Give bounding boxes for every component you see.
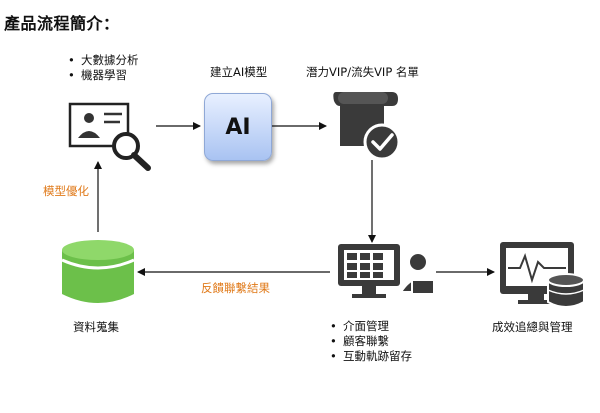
scroll-check-icon — [333, 92, 401, 161]
database-icon — [61, 240, 135, 303]
feedback-label: 反饋聯繫結果 — [201, 281, 270, 295]
interface-bullets: 介面管理 顧客聯繫 互動軌跡留存 — [330, 319, 412, 364]
analysis-bullets: 大數據分析 機器學習 — [68, 53, 139, 83]
tracking-label: 成效追總與管理 — [492, 320, 573, 334]
bullet-customer-contact: 顧客聯繫 — [330, 334, 412, 349]
bullet-interface: 介面管理 — [330, 319, 412, 334]
monitor-user-icon — [338, 244, 437, 298]
bullet-trace-retention: 互動軌跡留存 — [330, 349, 412, 364]
bullet-big-data: 大數據分析 — [68, 53, 139, 68]
page-title: 產品流程簡介： — [4, 14, 120, 33]
build-model-label: 建立AI模型 — [210, 65, 268, 79]
monitor-database-icon — [500, 242, 585, 308]
data-collection-label: 資料蒐集 — [73, 320, 119, 334]
bullet-machine-learning: 機器學習 — [68, 68, 139, 83]
vip-list-label: 潛力VIP/流失VIP 名單 — [306, 65, 419, 79]
profile-search-icon — [68, 102, 151, 171]
model-optimize-label: 模型優化 — [43, 184, 89, 198]
ai-model-box: AI — [204, 93, 272, 161]
